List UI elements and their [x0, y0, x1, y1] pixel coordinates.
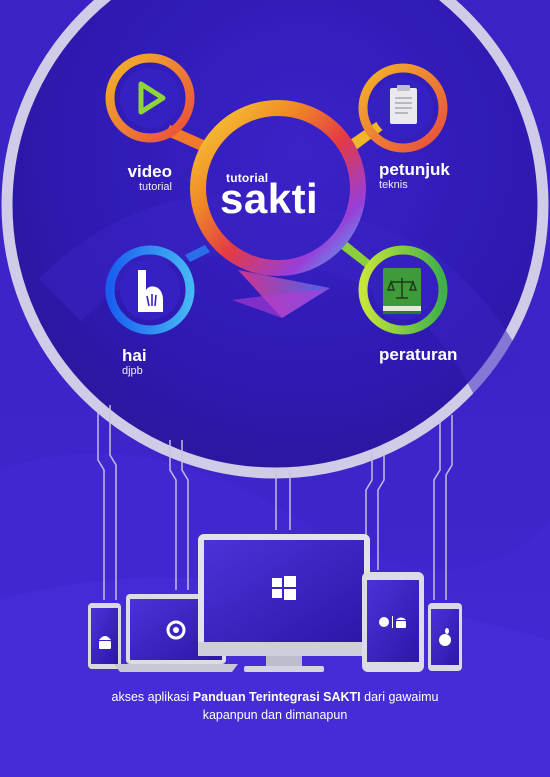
- apple-android-icon: [379, 616, 406, 628]
- caption-line2: kapanpun dan dimanapun: [202, 708, 348, 722]
- peraturan-module[interactable]: peraturan: [379, 345, 457, 364]
- caption-highlight: Panduan Terintegrasi SAKTI: [192, 690, 361, 704]
- chrome-icon: [166, 620, 186, 640]
- apple-icon: [439, 628, 451, 646]
- hai-ring: [105, 245, 195, 335]
- petunjuk-ring: [358, 63, 448, 153]
- monitor: [198, 534, 370, 672]
- video-title: video: [127, 162, 172, 181]
- hai-subtitle: djpb: [122, 365, 143, 377]
- phone-left: [88, 603, 121, 669]
- center-title-text: SAKTI: [220, 175, 319, 222]
- peraturan-title: peraturan: [379, 345, 458, 364]
- phone-right: [428, 603, 462, 671]
- video-ring: [105, 53, 195, 143]
- caption: akses aplikasi Panduan Terintegrasi SAKT…: [0, 688, 550, 724]
- center-subtitle: tutorial: [226, 171, 269, 185]
- tablet: [362, 572, 424, 672]
- hai-module[interactable]: hai djpb: [122, 346, 147, 378]
- circuit-lines: [97, 405, 453, 600]
- clipboard-icon: [390, 85, 417, 124]
- hai-title: hai: [122, 346, 147, 365]
- petunjuk-title: petunjuk: [379, 160, 450, 179]
- windows-icon: [272, 576, 296, 600]
- law-book-icon: [383, 268, 421, 314]
- play-icon: [138, 81, 166, 115]
- hand-icon: [138, 270, 163, 312]
- video-module[interactable]: video tutorial: [120, 162, 172, 194]
- video-subtitle: tutorial: [138, 181, 172, 193]
- caption-prefix: akses aplikasi: [111, 690, 193, 704]
- center-title: SAKTI: [220, 176, 318, 222]
- petunjuk-subtitle: teknis: [379, 179, 408, 191]
- android-icon: [99, 636, 111, 649]
- center-ring: [190, 100, 366, 276]
- peraturan-ring: [358, 245, 448, 335]
- petunjuk-module[interactable]: petunjuk teknis: [379, 160, 450, 192]
- caption-suffix: dari gawaimu: [360, 690, 439, 704]
